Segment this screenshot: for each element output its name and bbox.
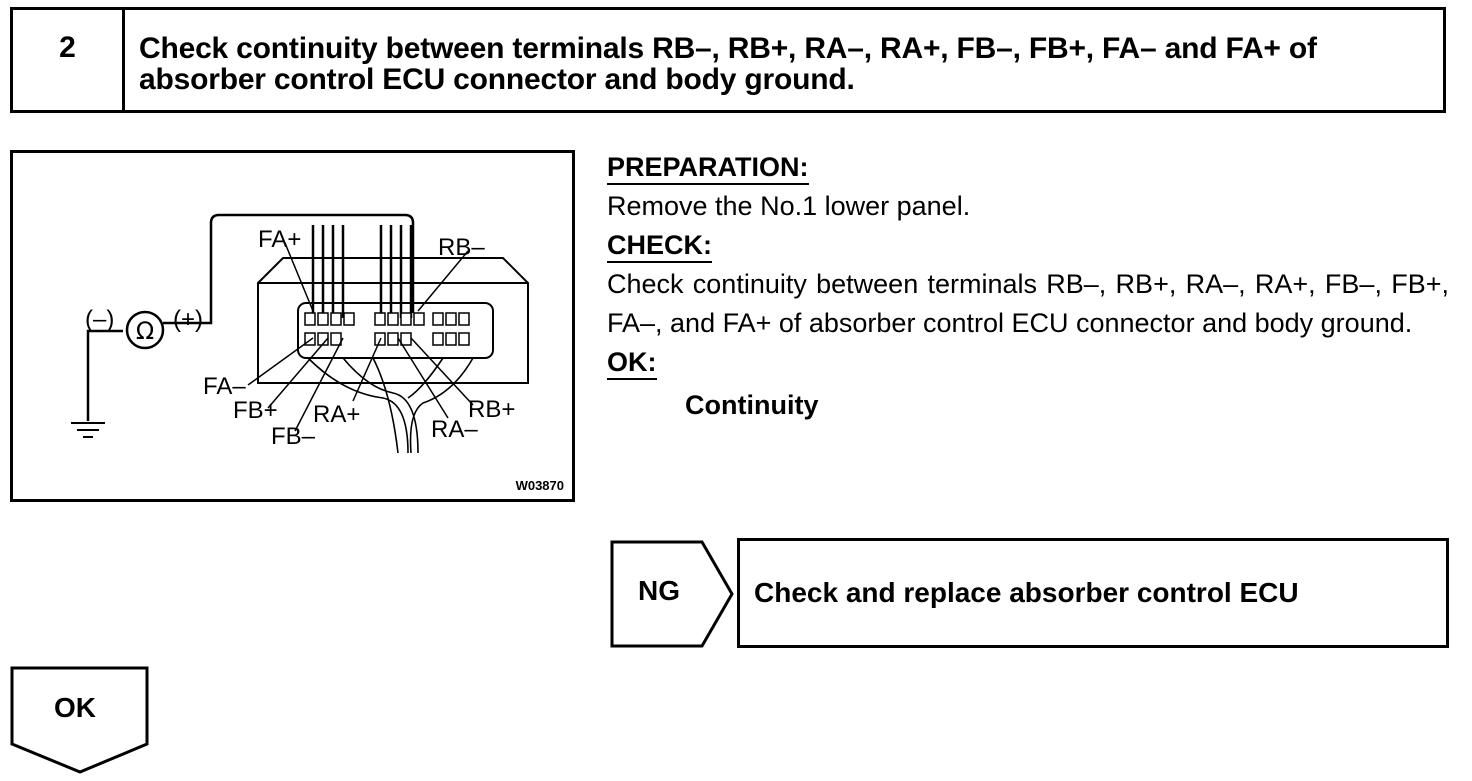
step-header: 2 Check continuity between terminals RB–…: [10, 7, 1446, 113]
step-title: Check continuity between terminals RB–, …: [139, 32, 1317, 96]
ok-tag: OK: [10, 666, 150, 774]
rb-minus-label: RB–: [438, 234, 485, 261]
rb-plus-label: RB+: [468, 396, 516, 423]
meter-plus-label: (+): [173, 306, 203, 333]
step-number: 2: [13, 10, 125, 110]
ng-action-box: Check and replace absorber control ECU: [737, 538, 1449, 648]
ground-icon: [71, 422, 105, 438]
ng-label: NG: [638, 575, 680, 606]
preparation-text: Remove the No.1 lower panel.: [607, 191, 971, 221]
ra-minus-label: RA–: [431, 416, 478, 443]
ok-result: Continuity: [685, 390, 819, 420]
procedure-text: PREPARATION: Remove the No.1 lower panel…: [607, 148, 1449, 425]
fb-minus-label: FB–: [271, 423, 316, 450]
check-heading: CHECK:: [607, 230, 712, 263]
fb-plus-label: FB+: [233, 397, 278, 424]
ra-plus-label: RA+: [313, 401, 361, 428]
fa-plus-label: FA+: [258, 226, 302, 253]
meter-minus-label: (–): [85, 306, 115, 333]
ng-arrow-icon: [610, 540, 734, 648]
svg-text:Ω: Ω: [136, 317, 154, 345]
ok-heading: OK:: [607, 347, 657, 380]
ground-lead: [86, 329, 123, 421]
figure-code: W03870: [515, 478, 564, 493]
connector-diagram: Ω: [71, 213, 529, 454]
ok-label: OK: [54, 692, 96, 723]
wiring-figure: Ω (–) (+) FA+ RB– FA– FB+ FB– RA+ RB+ RA…: [10, 150, 575, 502]
check-text: Check continuity between terminals RB–, …: [607, 269, 1449, 338]
ok-arrow-icon: [10, 666, 149, 774]
preparation-heading: PREPARATION:: [607, 152, 809, 185]
fa-minus-label: FA–: [203, 373, 246, 400]
ng-tag: NG: [610, 540, 735, 648]
ng-action-text: Check and replace absorber control ECU: [754, 577, 1299, 608]
ohmmeter-icon: Ω: [125, 310, 165, 350]
